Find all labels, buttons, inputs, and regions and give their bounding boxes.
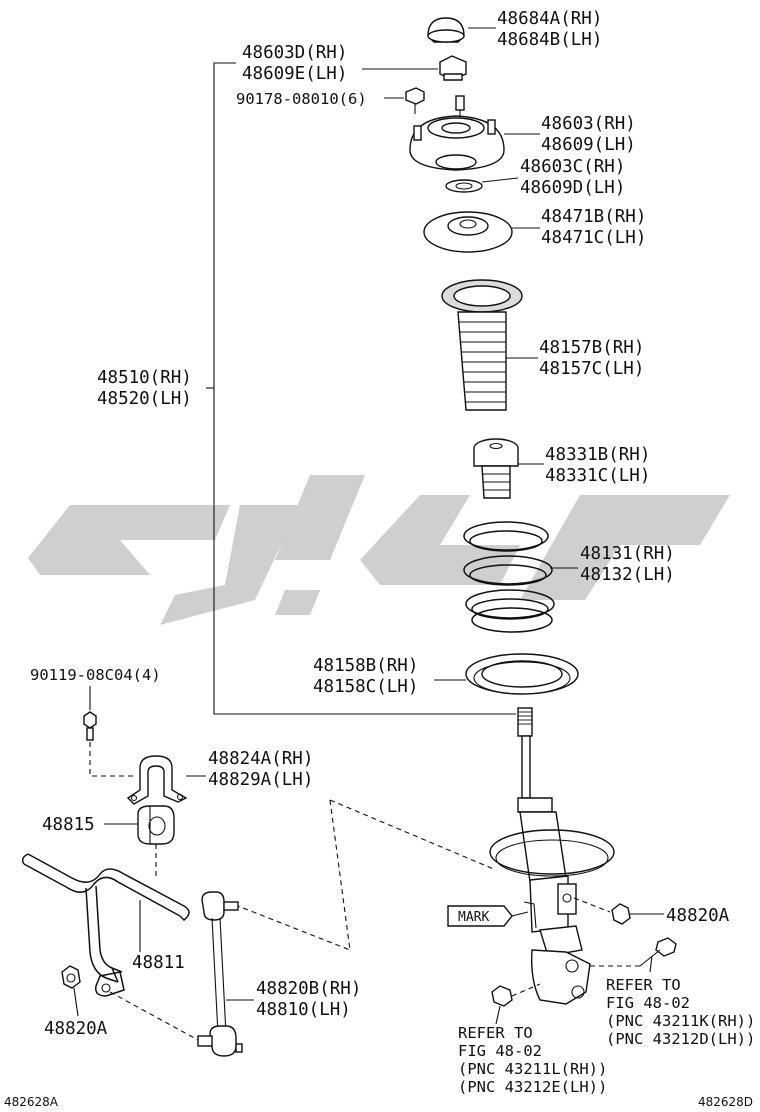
figure-code-right: 482628D (698, 1095, 753, 1109)
leader-refer-right (649, 955, 653, 973)
label-mount-cap-rh: 48684A(RH) (497, 9, 602, 29)
label-coil-spring-rh: 48131(RH) (580, 544, 675, 564)
label-coil-spring-lh: 48132(LH) (580, 565, 675, 585)
label-refer-right-4: (PNC 43212D(LH)) (606, 1030, 755, 1048)
label-mount-cap-lh: 48684B(LH) (497, 30, 602, 50)
label-lower-seat-lh: 48158C(LH) (313, 677, 418, 697)
label-bump-stop-rh: 48331B(RH) (545, 445, 650, 465)
label-refer-right-1: REFER TO (606, 976, 681, 994)
bracket-bolt-icon (83, 711, 97, 741)
label-upper-mount-lh: 48609(LH) (541, 135, 636, 155)
label-mount-bolt: 90178-08010(6) (236, 90, 367, 108)
upper-mount-icon (409, 95, 505, 171)
strut-nut-icon (439, 55, 467, 81)
label-spring-insulator-lh: 48471C(LH) (541, 228, 646, 248)
mark-tag (447, 905, 513, 927)
stabilizer-link-icon (197, 891, 243, 1057)
dust-boot-icon (441, 279, 523, 411)
label-refer-right-2: FIG 48-02 (606, 994, 690, 1012)
coil-spring-icon (463, 521, 555, 633)
stabilizer-bushing-icon (137, 805, 175, 845)
dash-strut-to-bracket (329, 799, 497, 871)
label-mount-washer-lh: 48609D(LH) (520, 178, 625, 198)
label-dust-boot-rh: 48157B(RH) (539, 338, 644, 358)
label-spring-insulator-rh: 48471B(RH) (541, 207, 646, 227)
label-mark: MARK (458, 910, 489, 925)
leader-mount-washer (481, 177, 519, 183)
mount-cap-icon (427, 17, 465, 43)
dash-bracket-bolt (89, 742, 134, 777)
label-bracket-bolt: 90119-08C04(4) (30, 666, 161, 684)
label-strut-nut-rh: 48603D(RH) (242, 43, 347, 63)
knuckle-bolt-icon (639, 937, 677, 967)
label-bushing: 48815 (42, 815, 95, 835)
bump-stop-icon (473, 438, 519, 499)
stabilizer-bar-hole (101, 983, 111, 993)
lower-spring-seat-icon (465, 653, 579, 695)
label-bracket-rh: 48824A(RH) (208, 749, 313, 769)
label-stabilizer-bar: 48811 (132, 953, 185, 973)
stabilizer-bar-icon (21, 853, 190, 997)
shock-absorber-icon (489, 707, 615, 1005)
label-mount-washer-rh: 48603C(RH) (520, 157, 625, 177)
leader-mark (511, 911, 529, 917)
label-lower-seat-rh: 48158B(RH) (313, 656, 418, 676)
leader-refer-bottom (495, 1005, 501, 1025)
label-refer-bottom-1: REFER TO (458, 1024, 533, 1042)
mount-washer-icon (445, 179, 483, 193)
dash-nut-right (573, 897, 611, 913)
label-refer-right-3: (PNC 43211K(RH)) (606, 1012, 755, 1030)
label-strut-rh: 48510(RH) (97, 368, 192, 388)
label-stabilizer-link-lh: 48810(LH) (256, 1000, 351, 1020)
leader-nut-left (73, 987, 79, 1017)
label-refer-bottom-2: FIG 48-02 (458, 1042, 542, 1060)
label-stabilizer-link-rh: 48820B(RH) (256, 979, 361, 999)
figure-code-left: 482628A (4, 1095, 59, 1109)
watermark-logo (28, 475, 730, 625)
knuckle-nut-icon (491, 985, 513, 1007)
label-strut-nut-lh: 48609E(LH) (242, 64, 347, 84)
label-bracket-lh: 48829A(LH) (208, 770, 313, 790)
dash-link-lower (109, 991, 199, 1041)
label-upper-mount-rh: 48603(RH) (541, 114, 636, 134)
dash-link-upper (237, 799, 351, 951)
link-nut-right-icon (611, 903, 631, 925)
label-link-nut-left: 48820A (44, 1019, 108, 1039)
label-strut-lh: 48520(LH) (97, 389, 192, 409)
label-bump-stop-lh: 48331C(LH) (545, 466, 650, 486)
label-dust-boot-lh: 48157C(LH) (539, 359, 644, 379)
label-refer-bottom-3: (PNC 43211L(RH)) (458, 1060, 607, 1078)
stabilizer-bracket-icon (126, 755, 188, 805)
label-refer-bottom-4: (PNC 43212E(LH)) (458, 1078, 607, 1096)
mount-bolt-icon (405, 87, 425, 114)
spring-insulator-icon (423, 211, 513, 253)
label-link-nut-right: 48820A (666, 906, 730, 926)
link-nut-left-icon (61, 965, 81, 989)
